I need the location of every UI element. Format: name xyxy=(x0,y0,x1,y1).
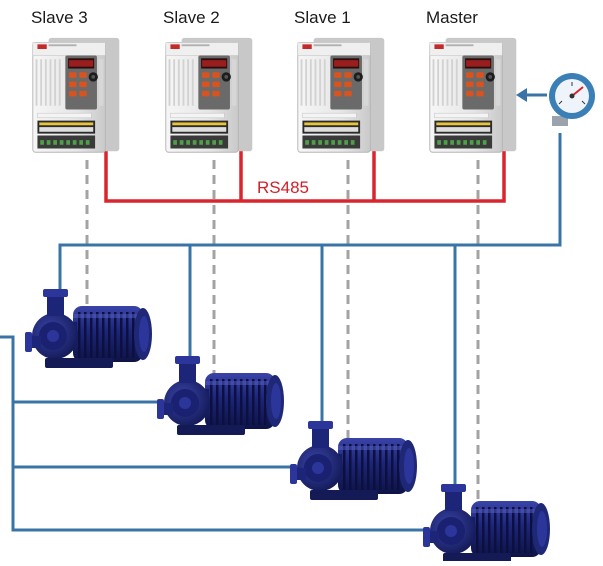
pump-2 xyxy=(157,356,284,435)
pressure-gauge-icon xyxy=(549,73,595,126)
arrow-head-icon xyxy=(516,88,527,102)
drive-master xyxy=(429,37,517,153)
drive-slave-1 xyxy=(297,37,385,153)
pump-4 xyxy=(423,484,550,563)
drive-label-slave-1: Slave 1 xyxy=(294,8,351,27)
drive-label-master: Master xyxy=(426,8,478,27)
suction-manifold-pipe xyxy=(0,335,425,532)
rs485-bus-line xyxy=(104,140,506,203)
discharge-header-pipe xyxy=(58,133,562,298)
drive-label-slave-3: Slave 3 xyxy=(31,8,88,27)
pump-3 xyxy=(290,421,417,500)
drive-label-slave-2: Slave 2 xyxy=(163,8,220,27)
drive-slave-2 xyxy=(165,37,253,153)
rs485-label: RS485 xyxy=(257,178,309,197)
drive-slave-3 xyxy=(32,37,120,153)
